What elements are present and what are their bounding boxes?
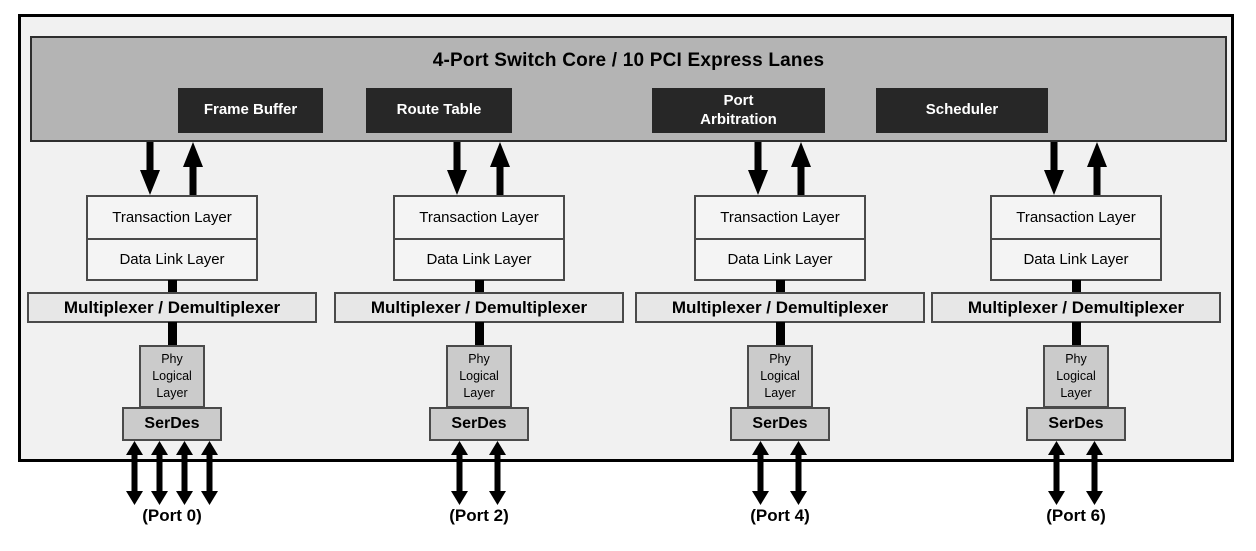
transaction-layer-box: Transaction Layer	[112, 209, 232, 226]
lane-arrow-icon	[489, 441, 506, 505]
core-block-frame-buffer: Frame Buffer	[178, 88, 323, 133]
lane-arrow-icon	[201, 441, 218, 505]
downlink-arrow-icon	[748, 142, 768, 195]
phy-logical-layer-box: Phy Logical Layer	[139, 345, 205, 408]
mux-demux-box: Multiplexer / Demultiplexer	[334, 292, 624, 323]
core-block-route-table: Route Table	[366, 88, 512, 133]
lane-arrow-icon	[790, 441, 807, 505]
bus-connector	[475, 280, 484, 293]
serdes-box: SerDes	[122, 407, 222, 441]
data-link-layer-box: Data Link Layer	[395, 238, 563, 279]
lane-arrow-icon	[126, 441, 143, 505]
downlink-arrow-icon	[447, 142, 467, 195]
phy-logical-layer-box: Phy Logical Layer	[747, 345, 813, 408]
lane-arrow-icon	[1048, 441, 1065, 505]
core-block-port-arbitration: Port Arbitration	[652, 88, 825, 133]
port-column: Transaction Layer Data Link Layer Multip…	[12, 142, 332, 551]
core-block-scheduler: Scheduler	[876, 88, 1048, 133]
lane-arrow-icon	[176, 441, 193, 505]
uplink-arrow-icon	[183, 142, 203, 195]
layer-stack: Transaction Layer Data Link Layer	[990, 195, 1162, 281]
lane-arrow-icon	[151, 441, 168, 505]
data-link-layer-box: Data Link Layer	[992, 238, 1160, 279]
port-column: Transaction Layer Data Link Layer Multip…	[620, 142, 940, 551]
data-link-layer-box: Data Link Layer	[696, 238, 864, 279]
downlink-arrow-icon	[1044, 142, 1064, 195]
lane-arrow-icon	[1086, 441, 1103, 505]
transaction-layer-box: Transaction Layer	[419, 209, 539, 226]
port-column: Transaction Layer Data Link Layer Multip…	[916, 142, 1236, 551]
phy-logical-layer-box: Phy Logical Layer	[1043, 345, 1109, 408]
lane-arrow-icon	[752, 441, 769, 505]
lane-arrow-icon	[451, 441, 468, 505]
layer-stack: Transaction Layer Data Link Layer	[86, 195, 258, 281]
bus-connector	[776, 280, 785, 293]
uplink-arrow-icon	[1087, 142, 1107, 195]
uplink-arrow-icon	[791, 142, 811, 195]
serdes-box: SerDes	[730, 407, 830, 441]
mux-demux-box: Multiplexer / Demultiplexer	[635, 292, 925, 323]
uplink-arrow-icon	[490, 142, 510, 195]
port-label: (Port 2)	[449, 506, 509, 525]
serdes-box: SerDes	[1026, 407, 1126, 441]
port-column: Transaction Layer Data Link Layer Multip…	[319, 142, 639, 551]
port-label: (Port 0)	[142, 506, 202, 525]
mux-demux-box: Multiplexer / Demultiplexer	[27, 292, 317, 323]
bus-connector	[168, 322, 177, 346]
serdes-box: SerDes	[429, 407, 529, 441]
transaction-layer-box: Transaction Layer	[720, 209, 840, 226]
layer-stack: Transaction Layer Data Link Layer	[694, 195, 866, 281]
switch-core-title: 4-Port Switch Core / 10 PCI Express Lane…	[432, 50, 825, 71]
bus-connector	[475, 322, 484, 346]
port-label: (Port 4)	[750, 506, 810, 525]
bus-connector	[1072, 322, 1081, 346]
layer-stack: Transaction Layer Data Link Layer	[393, 195, 565, 281]
bus-connector	[168, 280, 177, 293]
port-label: (Port 6)	[1046, 506, 1106, 525]
data-link-layer-box: Data Link Layer	[88, 238, 256, 279]
bus-connector	[776, 322, 785, 346]
transaction-layer-box: Transaction Layer	[1016, 209, 1136, 226]
bus-connector	[1072, 280, 1081, 293]
phy-logical-layer-box: Phy Logical Layer	[446, 345, 512, 408]
downlink-arrow-icon	[140, 142, 160, 195]
mux-demux-box: Multiplexer / Demultiplexer	[931, 292, 1221, 323]
